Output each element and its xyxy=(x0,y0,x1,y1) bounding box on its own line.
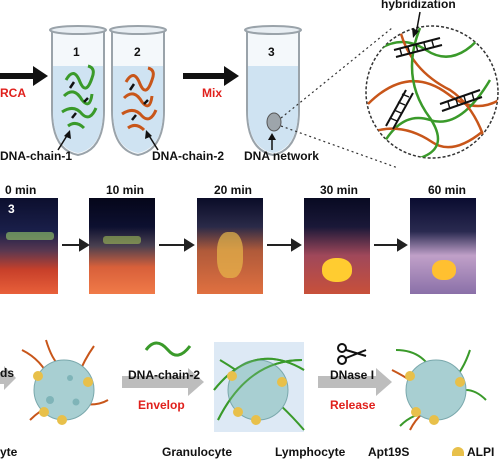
time-label-3: 30 min xyxy=(320,183,359,197)
cell-1 xyxy=(21,339,109,425)
top-schematic xyxy=(0,11,499,169)
tube-3-number: 3 xyxy=(268,45,275,59)
bottom-left-fragment: ds xyxy=(0,366,15,380)
grey-arrow-2 xyxy=(122,368,204,396)
hybridization-label: hybridization xyxy=(381,0,456,11)
chain-2-label: DNA-chain-2 xyxy=(152,149,225,163)
tube-1 xyxy=(49,25,107,157)
scissors-icon xyxy=(337,343,367,365)
legend-item-1: Granulocyte xyxy=(162,445,233,459)
tube-1-number: 1 xyxy=(73,45,80,59)
legend-item-3: Apt19S xyxy=(368,445,410,459)
photo-30min xyxy=(304,198,370,294)
cell-2 xyxy=(213,342,305,432)
envelop-label: Envelop xyxy=(138,398,185,412)
mix-label: Mix xyxy=(202,86,223,100)
photo-number: 3 xyxy=(8,202,15,216)
time-label-2: 20 min xyxy=(214,183,253,197)
release-label: Release xyxy=(330,398,376,412)
alpi-icon xyxy=(452,447,464,456)
network-label: DNA network xyxy=(244,149,319,163)
legend-item-0: yte xyxy=(0,445,18,459)
photo-20min xyxy=(197,198,263,294)
bottom-schematic xyxy=(0,339,487,432)
bottom-chain-2-label: DNA-chain-2 xyxy=(128,368,201,382)
photo-60min xyxy=(410,198,476,294)
cell-3 xyxy=(391,349,487,431)
chain-1-label: DNA-chain-1 xyxy=(0,149,73,163)
rca-arrow-shaft xyxy=(0,73,34,79)
photo-0min: 3 xyxy=(0,198,58,294)
time-label-1: 10 min xyxy=(106,183,145,197)
time-label-4: 60 min xyxy=(428,183,467,197)
mix-arrow-head xyxy=(224,66,239,86)
tube-2-number: 2 xyxy=(134,45,141,59)
chain-icon xyxy=(144,341,192,357)
time-label-0: 0 min xyxy=(5,183,37,197)
legend-item-4: ALPI xyxy=(467,445,495,459)
dnase-label: DNase I xyxy=(330,368,375,382)
mix-arrow-shaft xyxy=(183,73,225,79)
rca-label: RCA xyxy=(0,86,26,100)
network-zoom xyxy=(365,11,499,159)
photo-10min xyxy=(89,198,155,294)
rca-arrow-head xyxy=(33,66,48,86)
timeline-arrows xyxy=(62,238,408,252)
legend-item-2: Lymphocyte xyxy=(275,445,346,459)
grey-arrow-1 xyxy=(0,366,16,390)
tube-3 xyxy=(244,25,302,157)
grey-arrow-3 xyxy=(318,368,392,396)
tube-2 xyxy=(109,25,167,157)
